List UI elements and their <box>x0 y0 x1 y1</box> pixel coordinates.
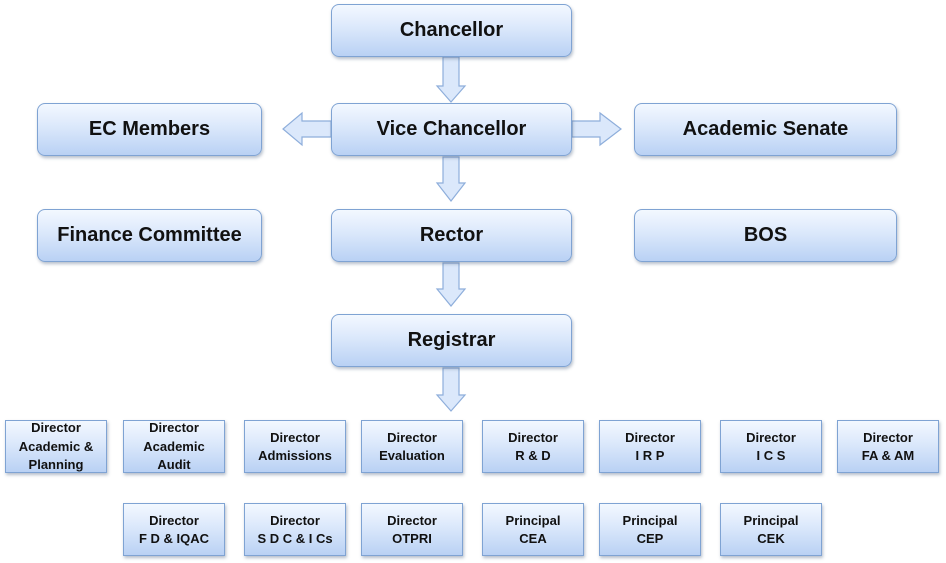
principal-label: Principal CEK <box>743 512 799 547</box>
director-label: Director FA & AM <box>861 429 915 464</box>
arrow-down-registrar-directors <box>435 367 467 412</box>
director-label: Director Evaluation <box>379 429 445 464</box>
registrar-label: Registrar <box>407 329 496 351</box>
director-box: Director FA & AM <box>837 420 939 473</box>
director-label: Director R & D <box>508 429 558 464</box>
director-box: Director I C S <box>720 420 822 473</box>
ec-members-box: EC Members <box>37 103 262 156</box>
director-label: Director Academic Audit <box>143 420 205 473</box>
rector-label: Rector <box>419 224 484 246</box>
finance-committee-label: Finance Committee <box>57 224 242 246</box>
director-box: Director I R P <box>599 420 701 473</box>
bos-box: BOS <box>634 209 897 262</box>
director-label: Director OTPRI <box>387 512 437 547</box>
bos-label: BOS <box>743 224 788 246</box>
director-label: Director I R P <box>625 429 675 464</box>
director-box: Director F D & IQAC <box>123 503 225 556</box>
finance-committee-box: Finance Committee <box>37 209 262 262</box>
director-box: Director Academic Audit <box>123 420 225 473</box>
director-label: Director I C S <box>746 429 796 464</box>
academic-senate-box: Academic Senate <box>634 103 897 156</box>
director-box: Director Academic & Planning <box>5 420 107 473</box>
chancellor-label: Chancellor <box>399 19 504 41</box>
principal-label: Principal CEP <box>622 512 678 547</box>
ec-members-label: EC Members <box>88 118 211 140</box>
principal-box: Principal CEP <box>599 503 701 556</box>
principal-box: Principal CEK <box>720 503 822 556</box>
chancellor-box: Chancellor <box>331 4 572 57</box>
director-box: Director S D C & I Cs <box>244 503 346 556</box>
director-label: Director S D C & I Cs <box>257 512 333 547</box>
arrow-down-rector-registrar <box>435 262 467 307</box>
arrow-down-vc-rector <box>435 156 467 202</box>
arrow-right-vc-senate <box>571 111 622 147</box>
rector-box: Rector <box>331 209 572 262</box>
arrow-left-vc-ec <box>282 111 332 147</box>
registrar-box: Registrar <box>331 314 572 367</box>
vice-chancellor-label: Vice Chancellor <box>376 118 527 140</box>
director-label: Director Admissions <box>258 429 332 464</box>
director-label: Director F D & IQAC <box>138 512 210 547</box>
principal-label: Principal CEA <box>505 512 561 547</box>
director-box: Director Admissions <box>244 420 346 473</box>
director-box: Director Evaluation <box>361 420 463 473</box>
director-label: Director Academic & Planning <box>18 420 94 473</box>
academic-senate-label: Academic Senate <box>682 118 849 140</box>
director-box: Director OTPRI <box>361 503 463 556</box>
arrow-down-chancellor-vc <box>435 56 467 103</box>
vice-chancellor-box: Vice Chancellor <box>331 103 572 156</box>
principal-box: Principal CEA <box>482 503 584 556</box>
director-box: Director R & D <box>482 420 584 473</box>
